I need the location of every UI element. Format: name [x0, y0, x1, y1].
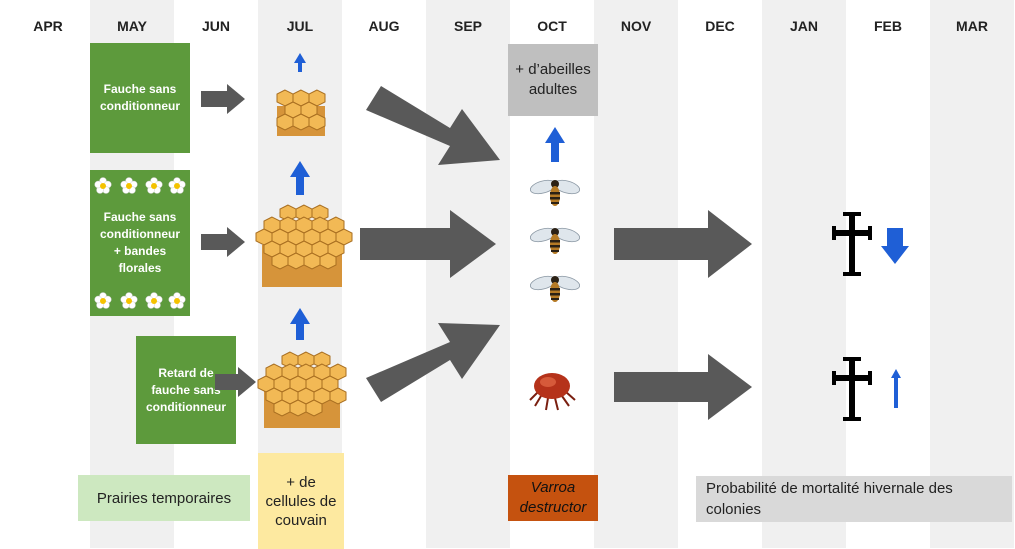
bee-icon: [528, 177, 582, 207]
fauche-box: Fauche sans conditionneur: [90, 43, 190, 153]
month-label: OCT: [537, 18, 567, 34]
bee-icon: [528, 273, 582, 303]
month-label: MAR: [956, 18, 988, 34]
mortalite-label: Probabilité de mortalité hivernale des c…: [696, 476, 1012, 522]
abeilles-label: + d’abeilles adultes: [508, 44, 598, 116]
daisy-icon: [168, 292, 186, 309]
prairies-label: Prairies temporaires: [78, 475, 250, 521]
big-arrow-up: [366, 323, 500, 402]
small-arrow: [201, 84, 245, 114]
daisy-icon: [145, 292, 163, 309]
month-label: JUN: [201, 18, 230, 34]
cross-icon: [832, 212, 872, 276]
bee-icon: [528, 225, 582, 255]
blue-up-arrow-icon: [290, 161, 310, 195]
daisy-icon: [145, 177, 163, 194]
daisy-icon: [168, 177, 186, 194]
daisy-icon: [94, 177, 112, 194]
daisy-icon: [94, 292, 112, 309]
big-arrow-right: [614, 210, 752, 278]
varroa-mite-icon: [529, 373, 576, 411]
month-label: MAY: [117, 18, 147, 34]
retard-label: Retard de fauche sans conditionneur: [146, 365, 226, 414]
blue-up-arrow-icon: [294, 53, 306, 72]
fauche-bandes-box: Fauche sans conditionneur + bandes flora…: [90, 170, 190, 316]
fauche-bandes-label: Fauche sans conditionneur + bandes flora…: [100, 210, 180, 275]
daisy-icon: [120, 292, 138, 309]
blue-down-arrow-icon: [881, 228, 909, 264]
small-arrow: [215, 367, 256, 397]
small-arrow: [201, 227, 245, 257]
big-arrow-down: [366, 86, 500, 165]
month-label: JAN: [789, 18, 818, 34]
month-stripe: [594, 0, 678, 548]
varroa-label: Varroa destructor: [508, 475, 598, 521]
blue-up-arrow-icon: [545, 127, 565, 162]
month-stripe: [762, 0, 846, 548]
blue-up-arrow-icon: [290, 308, 310, 340]
month-label: APR: [33, 18, 63, 34]
big-arrow-right: [614, 354, 752, 420]
month-stripe: [426, 0, 510, 548]
honeycomb-large-icon: [255, 204, 353, 287]
month-label: SEP: [453, 18, 482, 34]
blue-up-arrow-icon: [891, 369, 901, 408]
month-label: FEB: [874, 18, 902, 34]
month-label: JUL: [286, 18, 314, 34]
month-label: DEC: [705, 18, 735, 34]
honeycomb-small-icon: [276, 89, 326, 136]
month-label: NOV: [620, 18, 652, 34]
month-stripe: [930, 0, 1014, 548]
daisy-icon: [120, 177, 138, 194]
month-label: AUG: [368, 18, 400, 34]
honeycomb-medium-icon: [257, 351, 347, 428]
couvain-label: + de cellules de couvain: [258, 453, 344, 549]
cross-icon: [832, 357, 872, 421]
fauche-label: Fauche sans conditionneur: [100, 82, 180, 113]
big-arrow-right: [360, 210, 496, 278]
